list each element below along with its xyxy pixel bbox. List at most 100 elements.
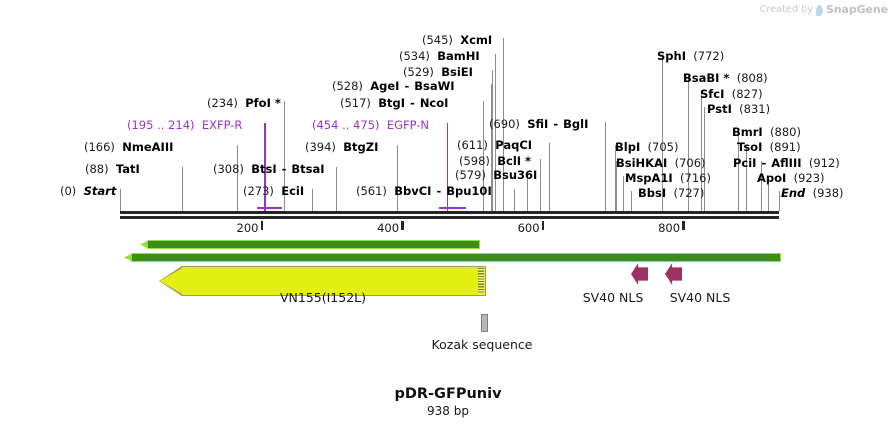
kozak-label: Kozak sequence <box>431 337 533 352</box>
enzyme-label-bmri[interactable]: BmrI (880) <box>732 126 801 138</box>
enzyme-label-paqci[interactable]: (611) PaqCI <box>457 139 532 151</box>
enzyme-label-sfii[interactable]: (690) SfiI - BglI <box>489 118 588 130</box>
enzyme-name-bsabi: BsaBI * <box>683 71 730 85</box>
ruler-label-200: 200 <box>236 221 259 235</box>
enzyme-position-agei: (528) <box>332 79 363 93</box>
ruler-tick-800 <box>682 221 685 230</box>
enzyme-label-btsi[interactable]: (308) BtsI - BtsaI <box>213 163 325 175</box>
leader-line-sfci <box>701 92 703 211</box>
enzyme-name-bsiei: BsiEI <box>441 65 473 79</box>
leader-line-xcmi <box>502 38 504 211</box>
plasmid-backbone-top <box>120 211 779 214</box>
leader-line-bsu36i <box>526 173 528 211</box>
enzyme-name-psti: PstI <box>707 102 732 116</box>
enzyme-name-sfci: SfcI <box>700 87 725 101</box>
enzyme-position-pfoi: (234) <box>207 96 238 110</box>
enzyme-label-sfci[interactable]: SfcI (827) <box>700 88 763 100</box>
enzyme-label-btgzi[interactable]: (394) BtgZI <box>305 141 378 153</box>
enzyme-position-sfci: (827) <box>731 87 763 101</box>
enzyme-label-ecii[interactable]: (273) EciI <box>243 185 304 197</box>
leader-line-bbvci <box>514 189 516 211</box>
leader-line-start <box>120 189 121 211</box>
enzyme-label-psti[interactable]: PstI (831) <box>707 103 770 115</box>
kozak-feature[interactable] <box>481 314 488 332</box>
enzyme-name-bamhi: BamHI <box>437 49 480 63</box>
enzyme-position-psti: (831) <box>739 102 771 116</box>
feature-bar-exfp-r-feature[interactable] <box>256 207 283 209</box>
feature-bar-egfp-n-feature[interactable] <box>438 207 466 209</box>
enzyme-position-xcmi: (545) <box>422 33 453 47</box>
enzyme-separator: - <box>757 156 771 170</box>
enzyme-label-apoi[interactable]: ApoI (923) <box>757 172 825 184</box>
enzyme-position-bsabi: (808) <box>736 71 768 85</box>
enzyme-label-pfoi[interactable]: (234) PfoI * <box>207 97 281 109</box>
enzyme-position-blpi: (705) <box>647 140 679 154</box>
enzyme-label-tsoi[interactable]: TsoI (891) <box>737 141 801 153</box>
enzyme-label-end[interactable]: End (938) <box>781 187 844 199</box>
enzyme-name-bsihkai: BsiHKAI <box>616 156 668 170</box>
leader-line-sfii <box>604 122 606 211</box>
cds-arrow-body <box>181 266 486 296</box>
enzyme-label-start[interactable]: (0) Start <box>60 185 116 197</box>
sv40-nls-1[interactable] <box>631 263 648 285</box>
enzyme-label-bamhi[interactable]: (534) BamHI <box>399 50 480 62</box>
enzyme-label-pcii[interactable]: PciI - AflIII (912) <box>733 157 840 169</box>
enzyme-name-apoi: ApoI <box>757 171 787 185</box>
enzyme-name-btgzi: BtgZI <box>343 140 379 154</box>
enzyme-name-bbvci: BbvCI <box>394 184 432 198</box>
ruler-label-400: 400 <box>377 221 400 235</box>
enzyme-label-bbvci[interactable]: (561) BbvCI - Bpu10I <box>356 185 492 197</box>
enzyme-label-bsabi[interactable]: BsaBI * (808) <box>683 72 768 84</box>
enzyme-name-start: Start <box>83 184 117 198</box>
snapgene-watermark: Created by SnapGene <box>759 3 888 17</box>
enzyme-label-bbsi[interactable]: BbsI (727) <box>638 187 704 199</box>
enzyme-name-btgi: BtgI <box>378 96 406 110</box>
enzyme-label-egfp-n[interactable]: (454 .. 475) EGFP-N <box>312 119 429 131</box>
cds-arrow-hatch <box>478 268 484 294</box>
leader-line-apoi <box>768 176 770 211</box>
enzyme-name-sfii: SfiI <box>527 117 549 131</box>
leader-line-btgi <box>483 101 485 211</box>
enzyme-label-bsihkai[interactable]: BsiHKAI (706) <box>616 157 706 169</box>
enzyme-label-sphi[interactable]: SphI (772) <box>657 50 724 62</box>
enzyme-label-xcmi[interactable]: (545) XcmI <box>422 34 492 46</box>
arrow-head-left-icon <box>159 266 182 296</box>
ruler-tick-200 <box>260 221 263 230</box>
leader-line-btsi <box>336 167 338 211</box>
sv40-nls-2[interactable] <box>665 263 682 285</box>
enzyme-label-nmeaiii[interactable]: (166) NmeAIII <box>84 141 173 153</box>
enzyme-position-exfp-r: (195 .. 214) <box>127 118 195 132</box>
leader-line-nmeaiii <box>236 145 238 211</box>
enzyme-name-tati: TatI <box>115 162 140 176</box>
enzyme-label-tati[interactable]: (88) TatI <box>85 163 140 175</box>
leader-line-exfp-r <box>264 123 266 211</box>
vn155-cds[interactable] <box>159 266 486 296</box>
enzyme-label-agei[interactable]: (528) AgeI - BsaWI <box>332 80 455 92</box>
enzyme-position-ecii: (273) <box>243 184 274 198</box>
enzyme-label-mspa1i[interactable]: MspA1I (716) <box>625 172 711 184</box>
plasmid-backbone-bottom <box>120 216 779 219</box>
enzyme-name-mspa1i: MspA1I <box>625 171 673 185</box>
leader-line-bamhi <box>495 54 497 211</box>
leader-line-ecii <box>311 189 313 211</box>
leader-line-pcii <box>760 161 762 211</box>
page-title: pDR-GFPuniv <box>394 386 502 402</box>
enzyme-label-exfp-r[interactable]: (195 .. 214) EXFP-R <box>127 119 242 131</box>
enzyme-separator: - <box>432 184 446 198</box>
enzyme-position-end: (938) <box>812 186 844 200</box>
enzyme-label-bsu36i[interactable]: (579) Bsu36I <box>455 169 537 181</box>
enzyme-name-tsoi: TsoI <box>737 140 763 154</box>
leader-line-bsihkai <box>616 161 617 211</box>
green-arrow-lower[interactable] <box>124 253 781 262</box>
watermark-prefix: Created by <box>759 4 813 15</box>
sv40-nls-1-label: SV40 NLS <box>582 290 644 305</box>
enzyme-name2-btsi: BtsaI <box>291 162 325 176</box>
leader-line-blpi <box>615 145 617 211</box>
enzyme-label-blpi[interactable]: BlpI (705) <box>615 141 678 153</box>
leader-line-paqci <box>549 143 551 211</box>
enzyme-label-bcli[interactable]: (598) BclI * <box>459 155 531 167</box>
enzyme-label-btgi[interactable]: (517) BtgI - NcoI <box>340 97 448 109</box>
enzyme-label-bsiei[interactable]: (529) BsiEI <box>403 66 473 78</box>
green-arrow-upper[interactable] <box>140 240 480 249</box>
enzyme-name2-sfii: BglI <box>563 117 589 131</box>
